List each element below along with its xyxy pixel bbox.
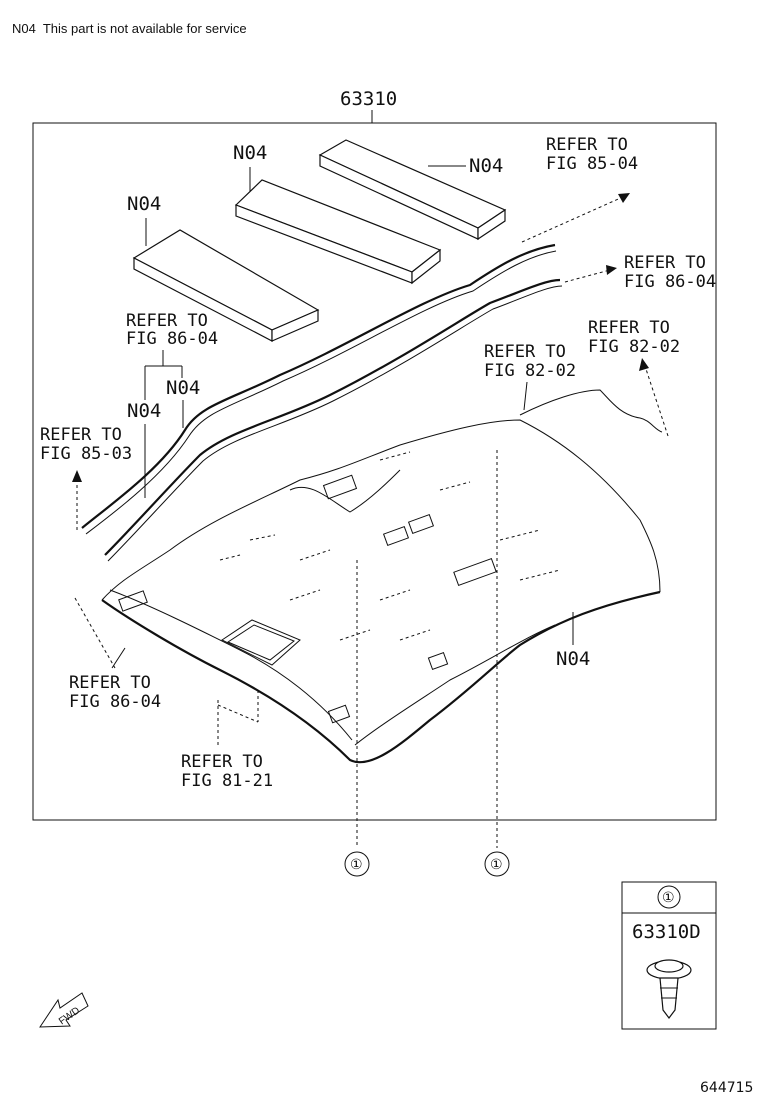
availability-note: N04 This part is not available for servi… [12,21,247,36]
clip-part-box[interactable]: ① 63310D [621,881,717,1030]
label-n04-strip-upper: N04 [166,377,200,399]
label-refer-to-81-21[interactable]: REFER TO [181,752,263,772]
diagram-number: 644715 [700,1080,753,1096]
note-text: This part is not available for service [42,21,247,36]
headliner-panel [101,419,661,764]
wire-strip-lower [104,278,561,556]
clip-part-number[interactable]: 63310D [632,921,701,943]
trim-strip-center [519,389,663,433]
label-fig-85-04[interactable]: FIG 85-04 [546,154,638,174]
callout-marker-left[interactable]: ① [344,851,370,877]
label-fig-86-04-right[interactable]: FIG 86-04 [624,272,716,292]
label-refer-to-82-02-center[interactable]: REFER TO [484,342,566,362]
wire-strip-upper [81,243,556,529]
label-fig-82-02-center[interactable]: FIG 82-02 [484,361,576,381]
label-refer-to-86-04-right[interactable]: REFER TO [624,253,706,273]
label-n04-pad-right: N04 [469,155,503,177]
label-refer-to-82-02-right[interactable]: REFER TO [588,318,670,338]
label-refer-to-85-04[interactable]: REFER TO [546,135,628,155]
callout-marker-left-text: ① [350,857,363,873]
pad-left [132,229,320,342]
fwd-label: FWD [57,1005,82,1027]
label-fig-86-04-left[interactable]: FIG 86-04 [69,692,161,712]
label-refer-to-strip[interactable]: REFER TO [126,311,208,331]
fwd-arrow-icon: FWD [39,992,89,1028]
main-part-number[interactable]: 63310 [340,88,397,110]
label-refer-to-86-04-left[interactable]: REFER TO [69,673,151,693]
label-n04-pad-middle: N04 [233,142,267,164]
callout-marker-right-text: ① [490,857,503,873]
note-code: N04 [12,21,36,36]
pad-middle [234,179,442,285]
clip-icon [646,959,692,1019]
callout-marker-right[interactable]: ① [484,851,510,877]
label-fig-82-02-right[interactable]: FIG 82-02 [588,337,680,357]
label-n04-strip-lower: N04 [127,400,161,422]
label-refer-to-85-03[interactable]: REFER TO [40,425,122,445]
label-n04-headliner: N04 [556,648,590,670]
label-fig-86-04-strip[interactable]: FIG 86-04 [126,329,218,349]
pad-right [318,139,507,241]
label-fig-81-21[interactable]: FIG 81-21 [181,771,273,791]
clip-callout-marker: ① [662,890,675,906]
label-n04-pad-left: N04 [127,193,161,215]
sunroof-opening [221,619,301,666]
assembly-frame [32,122,717,821]
label-fig-85-03[interactable]: FIG 85-03 [40,444,132,464]
